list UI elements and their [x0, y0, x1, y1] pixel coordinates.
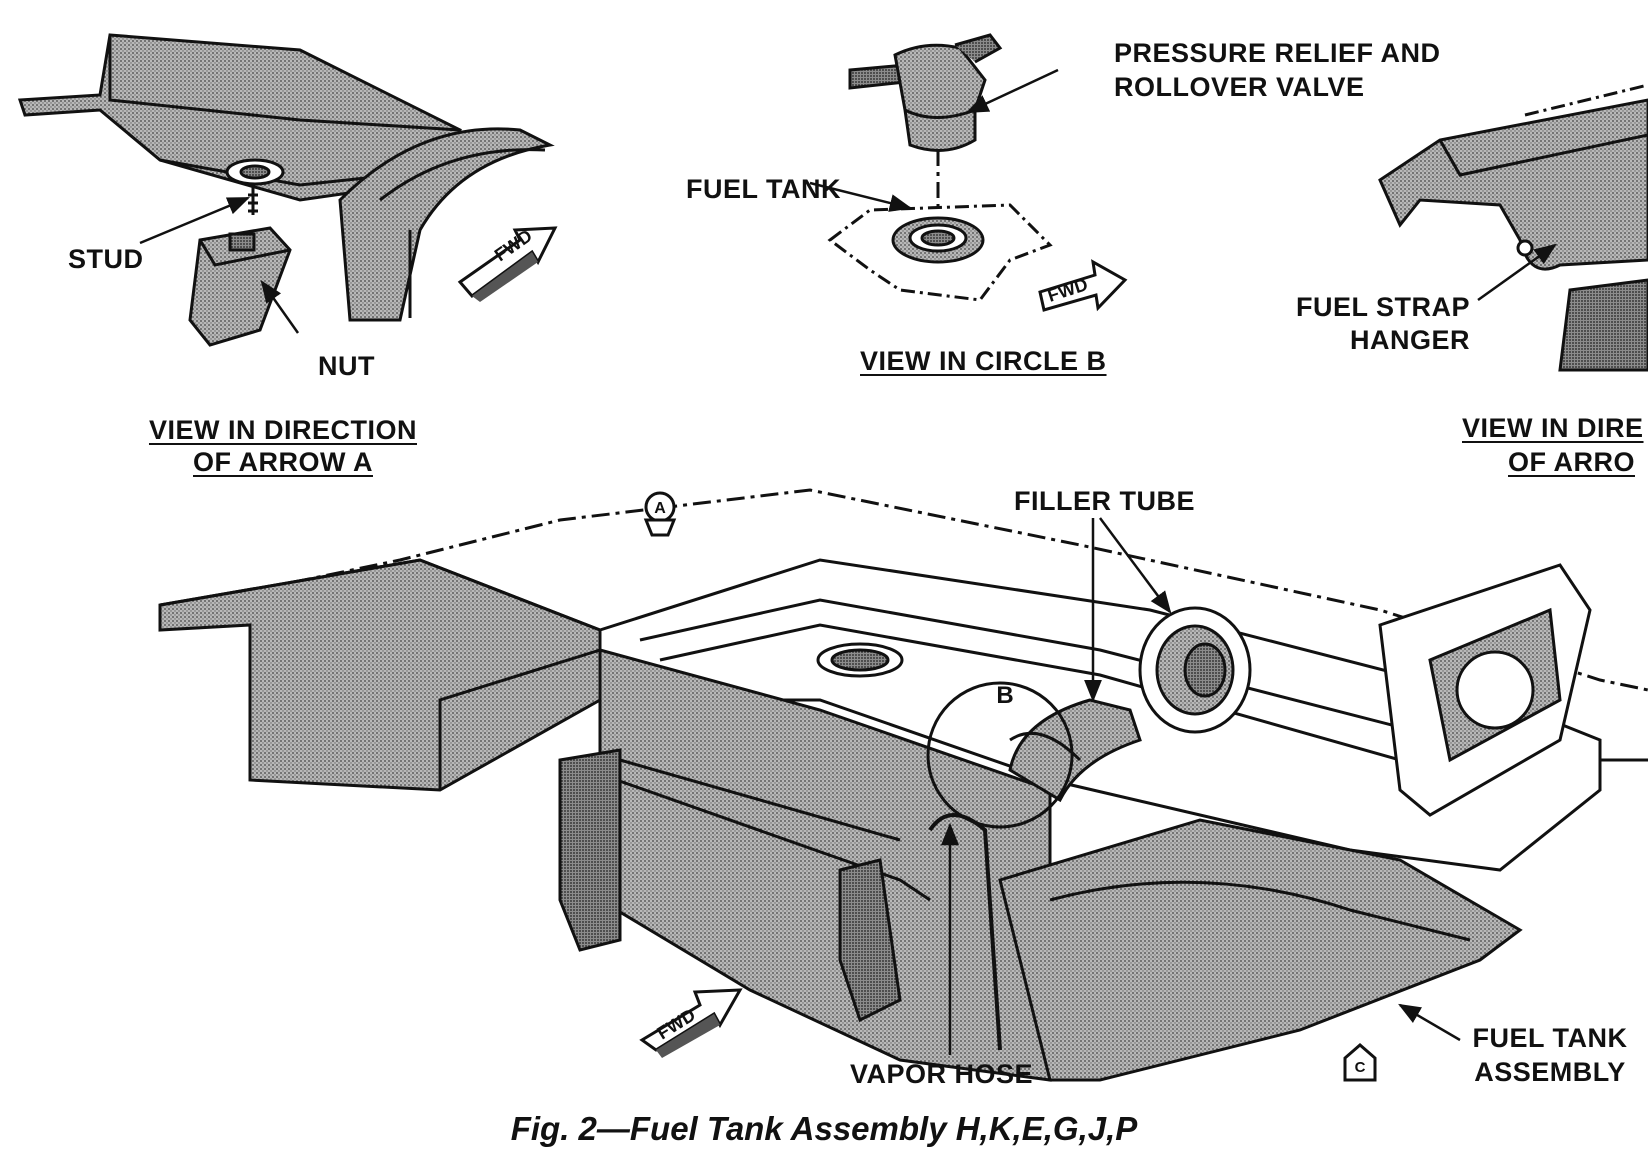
fwd-arrow-view-a: FWD — [457, 225, 558, 302]
main-assembly-drawing — [158, 488, 1648, 1082]
leaders-main — [941, 517, 1461, 1055]
strap-hanger-bracket — [1378, 98, 1648, 271]
label-valve-line1: PRESSURE RELIEF AND — [1114, 38, 1441, 68]
valve-body — [893, 43, 987, 152]
fwd-arrow-view-b: FWD — [1038, 259, 1128, 312]
leaders-view-b — [809, 68, 1059, 212]
circle-b — [926, 681, 1074, 829]
figure-caption: Fig. 2—Fuel Tank Assembly H,K,E,G,J,P — [510, 1110, 1138, 1147]
label-strap-line2: HANGER — [1349, 325, 1470, 355]
view-circle-b-drawing — [827, 33, 1053, 302]
label-fuel-tank-assembly-line2: ASSEMBLY — [1474, 1057, 1626, 1087]
tank-side-panel — [598, 648, 1052, 1082]
marker-arrow-c: C — [1343, 1043, 1377, 1082]
view-a-title-line2: OF ARROW A — [193, 447, 373, 477]
leaders-view-a — [139, 196, 300, 334]
fwd-arrow-main: FWD — [639, 988, 743, 1058]
label-stud: STUD — [68, 244, 144, 274]
nut-bracket — [188, 226, 292, 347]
label-nut: NUT — [318, 351, 375, 381]
vapor-hose — [928, 813, 1002, 1051]
leaders-view-c — [1477, 243, 1557, 302]
label-vapor-hose: VAPOR HOSE — [850, 1059, 1034, 1089]
frame-rail — [338, 127, 555, 322]
marker-arrow-a: A — [643, 491, 677, 537]
label-fuel-tank-b: FUEL TANK — [686, 174, 841, 204]
label-filler-tube: FILLER TUBE — [1014, 486, 1195, 516]
view-arrow-a-drawing — [17, 33, 555, 347]
svg-text:C: C — [1355, 1059, 1366, 1076]
view-arrow-c-drawing — [1378, 83, 1648, 372]
svg-text:A: A — [654, 500, 666, 517]
label-strap-line1: FUEL STRAP — [1295, 292, 1470, 322]
label-valve-line2: ROLLOVER VALVE — [1114, 72, 1365, 102]
view-b-title: VIEW IN CIRCLE B — [860, 346, 1107, 376]
valve-elbow — [954, 33, 1003, 64]
stud — [248, 185, 258, 215]
strap-bracket-left — [558, 748, 622, 952]
view-c-title-line1: VIEW IN DIRE — [1462, 413, 1644, 443]
filler-neck-hose — [1008, 698, 1142, 803]
label-fuel-tank-assembly-line1: FUEL TANK — [1472, 1023, 1628, 1053]
circle-b-marker-label: B — [996, 682, 1013, 709]
view-a-title-line1: VIEW IN DIRECTION — [148, 415, 417, 445]
view-c-title-line2: OF ARRO — [1508, 447, 1635, 477]
